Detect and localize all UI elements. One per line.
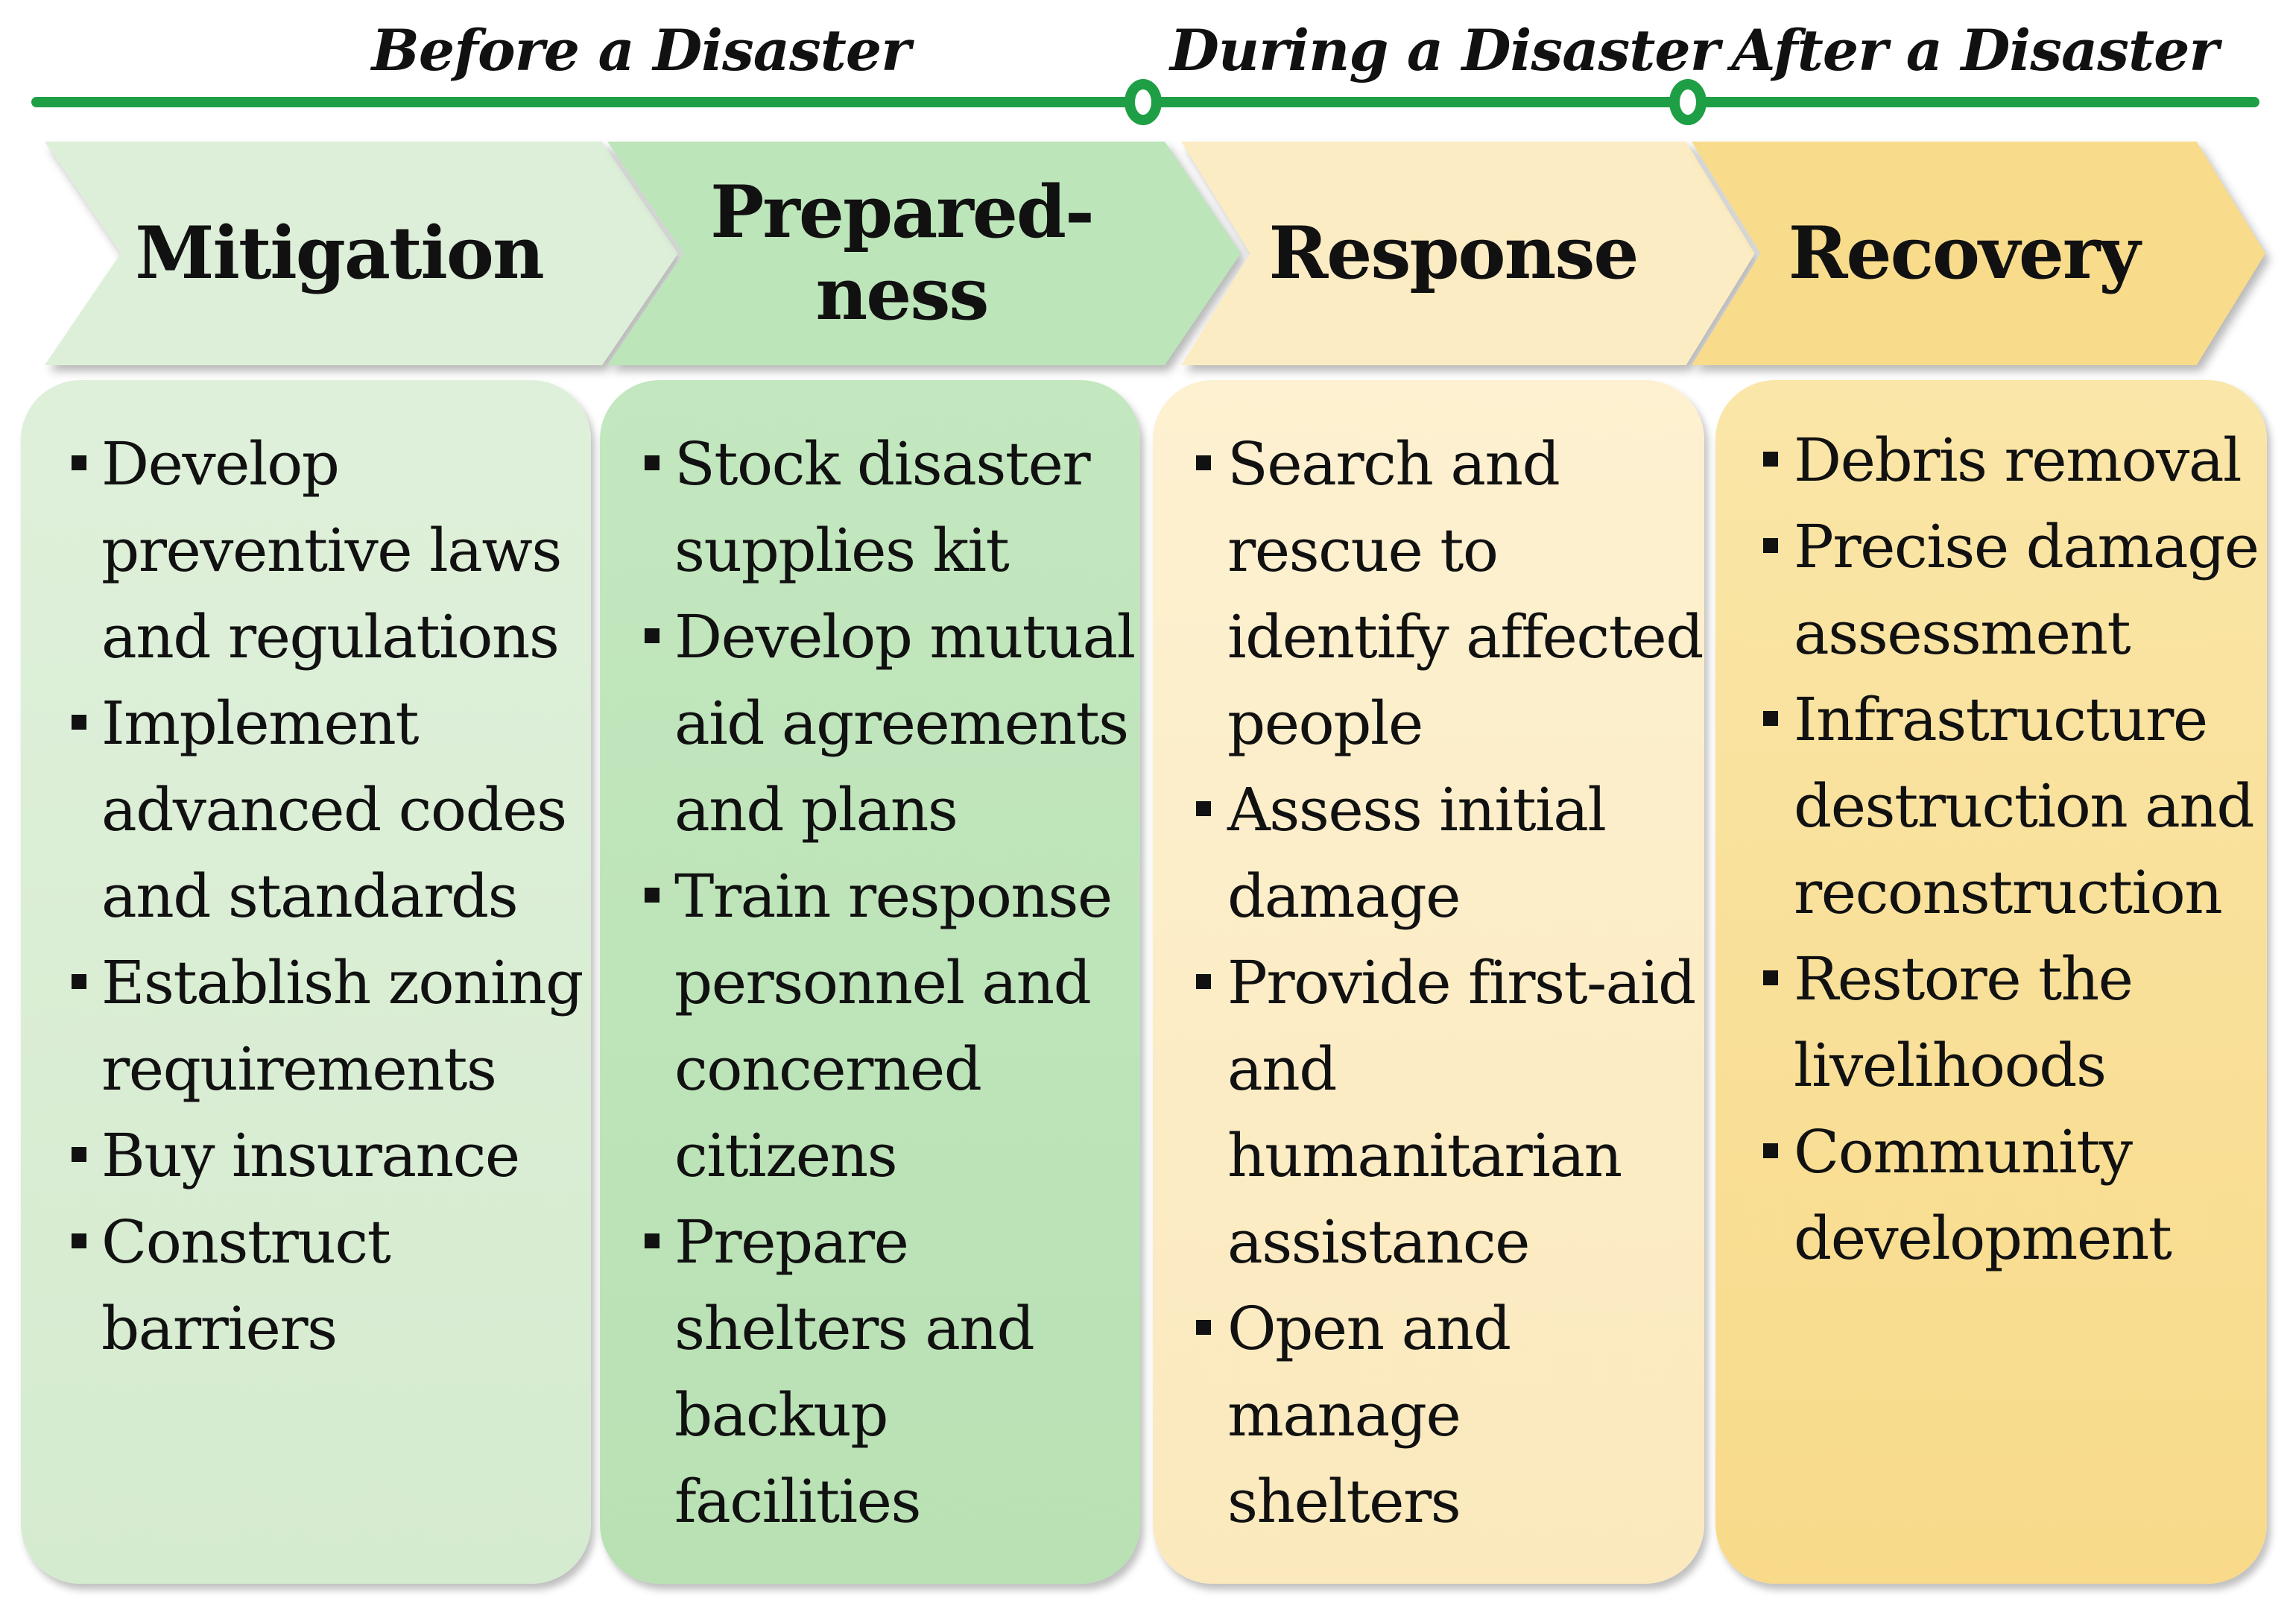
bullet-icon (645, 1233, 660, 1248)
chevron-shape (45, 142, 678, 365)
timeline-label-before: Before a Disaster (371, 17, 911, 83)
bullet-icon (1763, 1143, 1778, 1158)
bullet-icon (72, 1233, 86, 1248)
bullet-icon (645, 888, 660, 903)
phase-title-response: Response (1268, 211, 1639, 295)
list-item: Restore the livelihoods (1715, 936, 2267, 1109)
bullet-icon (1763, 711, 1778, 726)
chevron-preparedness: Prepared- ness (607, 142, 1241, 365)
timeline-label-during: During a Disaster (1170, 17, 1720, 83)
list-item-text: Infrastructure destruction and reconstru… (1794, 685, 2255, 927)
list-item: Prepare shelters and backup facilities (600, 1199, 1140, 1545)
list-item-text: Implement advanced codes and standards (101, 689, 567, 931)
panel-recovery: Debris removal Precise damage assessment… (1715, 380, 2267, 1584)
list-item-text: Develop preventive laws and regulations (101, 429, 562, 672)
list-item: Stock disaster supplies kit (600, 421, 1140, 594)
bullet-icon (1196, 1320, 1211, 1335)
list-item: Establish zoning requirements (21, 940, 591, 1113)
list-item-text: Restore the livelihoods (1794, 944, 2134, 1100)
bullet-icon (1763, 970, 1778, 985)
phase-title-preparedness: Prepared- ness (710, 170, 1095, 336)
list-item: Precise damage assessment (1715, 504, 2267, 677)
panel-mitigation: Develop preventive laws and regulations … (21, 380, 591, 1584)
list-item-text: Develop mutual aid agreements and plans (674, 602, 1136, 844)
chevron-recovery: Recovery (1692, 142, 2265, 365)
timeline-label-after: After a Disaster (1731, 17, 2218, 83)
bullet-icon (1763, 452, 1778, 467)
phase-title-mitigation: Mitigation (135, 211, 545, 295)
list-item-text: Search and rescue to identify affected p… (1227, 429, 1704, 758)
list-item-text: Train response personnel and concerned c… (674, 862, 1113, 1190)
chevron-shape (1692, 142, 2265, 365)
timeline-node-during-start (1125, 79, 1162, 125)
list-item: Debris removal (1715, 417, 2267, 504)
list-item: Open and manage shelters (1153, 1286, 1704, 1545)
list-item-text: Construct barriers (101, 1207, 391, 1363)
panel-response: Search and rescue to identify affected p… (1153, 380, 1704, 1584)
list-item: Train response personnel and concerned c… (600, 853, 1140, 1199)
bullet-icon (645, 455, 660, 470)
list-item: Assess initial damage (1153, 767, 1704, 940)
list-item-text: Open and manage shelters (1227, 1294, 1511, 1536)
bullet-icon (1196, 974, 1211, 989)
preparedness-list: Stock disaster supplies kit Develop mutu… (600, 421, 1140, 1545)
list-item: Buy insurance (21, 1113, 591, 1199)
bullet-icon (1196, 801, 1211, 816)
chevron-shape (607, 142, 1241, 365)
list-item-text: Assess initial damage (1227, 775, 1607, 931)
list-item: Community development (1715, 1109, 2267, 1282)
bullet-icon (645, 628, 660, 643)
list-item: Construct barriers (21, 1199, 591, 1372)
bullet-icon (1196, 455, 1211, 470)
list-item: Search and rescue to identify affected p… (1153, 421, 1704, 767)
list-item-text: Community development (1794, 1117, 2172, 1273)
list-item: Provide first-aid and humanitarian assis… (1153, 940, 1704, 1286)
bullet-icon (72, 1147, 86, 1162)
recovery-list: Debris removal Precise damage assessment… (1715, 417, 2267, 1282)
chevron-shape (1181, 142, 1755, 365)
bullet-icon (72, 715, 86, 730)
panel-preparedness: Stock disaster supplies kit Develop mutu… (600, 380, 1140, 1584)
list-item-text: Buy insurance (101, 1121, 520, 1190)
list-item: Develop preventive laws and regulations (21, 421, 591, 680)
bullet-icon (72, 455, 86, 470)
list-item-text: Precise damage assessment (1794, 512, 2259, 668)
timeline-node-after-start (1669, 79, 1707, 125)
list-item-text: Debris removal (1794, 426, 2242, 495)
bullet-icon (72, 974, 86, 989)
response-list: Search and rescue to identify affected p… (1153, 421, 1704, 1545)
list-item: Develop mutual aid agreements and plans (600, 594, 1140, 853)
list-item: Implement advanced codes and standards (21, 680, 591, 940)
list-item: Infrastructure destruction and reconstru… (1715, 677, 2267, 936)
list-item-text: Stock disaster supplies kit (674, 429, 1091, 585)
list-item-text: Prepare shelters and backup facilities (674, 1207, 1035, 1536)
list-item-text: Provide first-aid and humanitarian assis… (1227, 948, 1696, 1277)
phase-title-recovery: Recovery (1788, 211, 2141, 295)
chevron-mitigation: Mitigation (45, 142, 678, 365)
list-item-text: Establish zoning requirements (101, 948, 583, 1104)
chevron-response: Response (1181, 142, 1755, 365)
mitigation-list: Develop preventive laws and regulations … (21, 421, 591, 1372)
bullet-icon (1763, 538, 1778, 553)
